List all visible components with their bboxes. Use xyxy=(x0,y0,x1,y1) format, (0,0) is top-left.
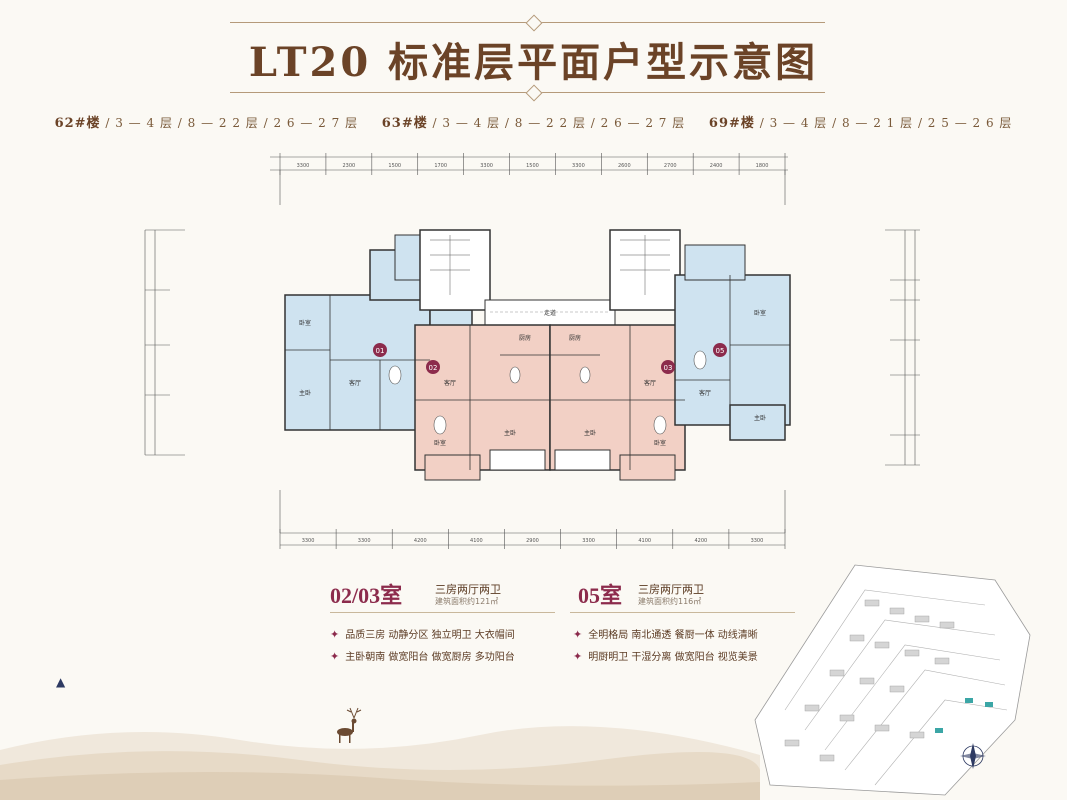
svg-text:05: 05 xyxy=(716,347,725,355)
dim-bottom-label: 2900 xyxy=(526,538,539,544)
unit-type-05: 三房两厅两卫 xyxy=(638,583,704,596)
room-master-02: 主卧 xyxy=(504,429,516,437)
landscape-decoration xyxy=(0,707,760,800)
dim-bottom-label: 3300 xyxy=(751,538,764,544)
building-62: 62#楼 xyxy=(54,116,101,131)
star-bullet-icon: ✦ xyxy=(573,628,583,641)
dim-bottom-label: 3300 xyxy=(582,538,595,544)
room-master-01: 主卧 xyxy=(299,389,311,397)
corridor xyxy=(484,299,616,326)
feature-05-1: ✦全明格局 南北通透 餐厨一体 动线清晰 xyxy=(573,628,758,641)
dim-bottom-label: 4200 xyxy=(694,538,707,544)
room-living-01: 客厅 xyxy=(349,379,361,387)
dim-bottom-label: 4200 xyxy=(414,538,427,544)
building-69: 69#楼 xyxy=(708,116,755,131)
unit-03-area xyxy=(549,324,686,481)
unit-divider-right xyxy=(570,612,795,613)
room-kitchen-03: 厨房 xyxy=(569,334,581,342)
floor-range-69: / 3 — 4 层 / 8 — 2 1 层 / 2 5 — 2 6 层 xyxy=(759,116,1013,130)
title-ornament-icon xyxy=(525,14,543,32)
room-master-03: 主卧 xyxy=(584,429,596,437)
brand-logo-icon: ▲ xyxy=(56,675,66,689)
svg-text:01: 01 xyxy=(376,347,385,355)
dim-top-label: 3300 xyxy=(480,163,493,169)
unit-name-0203: 02/03室 xyxy=(330,583,403,608)
dim-bottom-label: 3300 xyxy=(302,538,315,544)
unit-tag-02: 02 xyxy=(426,360,440,374)
room-bedroom-03: 卧室 xyxy=(654,439,666,447)
dim-top-label: 1800 xyxy=(756,163,769,169)
room-living-03: 客厅 xyxy=(644,379,656,387)
room-bedroom-02: 卧室 xyxy=(434,439,446,447)
room-kitchen-02: 厨房 xyxy=(519,334,531,342)
unit-name-05: 05室 xyxy=(578,583,623,608)
svg-text:03: 03 xyxy=(664,364,673,372)
dim-top-label: 1700 xyxy=(434,163,447,169)
dim-top-label: 2400 xyxy=(710,163,723,169)
floor-range-62: / 3 — 4 层 / 8 — 2 2 层 / 2 6 — 2 7 层 xyxy=(105,116,359,130)
unit-tag-05: 05 xyxy=(713,343,727,357)
building-63: 63#楼 xyxy=(381,116,428,131)
core-right xyxy=(609,229,681,311)
room-bedroom-01: 卧室 xyxy=(299,319,311,327)
unit-tag-01: 01 xyxy=(373,343,387,357)
dim-top-label: 2300 xyxy=(342,163,355,169)
unit-area-0203: 建筑面积约121㎡ xyxy=(435,597,499,606)
star-bullet-icon: ✦ xyxy=(330,628,340,641)
room-living-02: 客厅 xyxy=(444,379,456,387)
unit-02-area xyxy=(414,324,551,481)
site-plan-map xyxy=(754,564,1031,796)
floor-plan: 01 02 03 05 客厅 卧室 主卧 客厅 主卧 卧室 厨房 客厅 主卧 卧… xyxy=(144,153,920,549)
floor-range-63: / 3 — 4 层 / 8 — 2 2 层 / 2 6 — 2 7 层 xyxy=(432,116,686,130)
dim-top-label: 3300 xyxy=(572,163,585,169)
room-corridor: 走道 xyxy=(544,309,556,317)
star-bullet-icon: ✦ xyxy=(573,650,583,663)
room-master-05: 主卧 xyxy=(754,414,766,422)
unit-area-05: 建筑面积约116㎡ xyxy=(638,597,702,606)
star-bullet-icon: ✦ xyxy=(330,650,340,663)
feature-0203-1: ✦品质三房 动静分区 独立明卫 大衣帽间 xyxy=(330,628,515,641)
compass-icon xyxy=(960,743,986,769)
page-title: LT20 标准层平面户型示意图 xyxy=(248,39,819,86)
dim-top-label: 1500 xyxy=(526,163,539,169)
dim-top-label: 1500 xyxy=(388,163,401,169)
floor-info: 62#楼 / 3 — 4 层 / 8 — 2 2 层 / 2 6 — 2 7 层… xyxy=(0,112,1067,131)
unit-05-area xyxy=(674,244,791,441)
dim-bottom-label: 4100 xyxy=(470,538,483,544)
feature-0203-2: ✦主卧朝南 做宽阳台 做宽厨房 多功阳台 xyxy=(330,650,515,663)
unit-tag-03: 03 xyxy=(661,360,675,374)
dim-top-label: 2700 xyxy=(664,163,677,169)
dim-top-label: 2600 xyxy=(618,163,631,169)
dim-top-label: 3300 xyxy=(297,163,310,169)
room-bedroom-05: 卧室 xyxy=(754,309,766,317)
unit-divider-left xyxy=(330,612,555,613)
svg-text:02: 02 xyxy=(429,364,438,372)
dim-bottom-label: 3300 xyxy=(358,538,371,544)
room-living-05: 客厅 xyxy=(699,389,711,397)
feature-05-2: ✦明厨明卫 干湿分离 做宽阳台 视览美景 xyxy=(573,650,758,663)
dim-bottom-label: 4100 xyxy=(638,538,651,544)
unit-type-0203: 三房两厅两卫 xyxy=(435,583,501,596)
core-left xyxy=(419,229,491,311)
deer-icon xyxy=(337,707,362,743)
